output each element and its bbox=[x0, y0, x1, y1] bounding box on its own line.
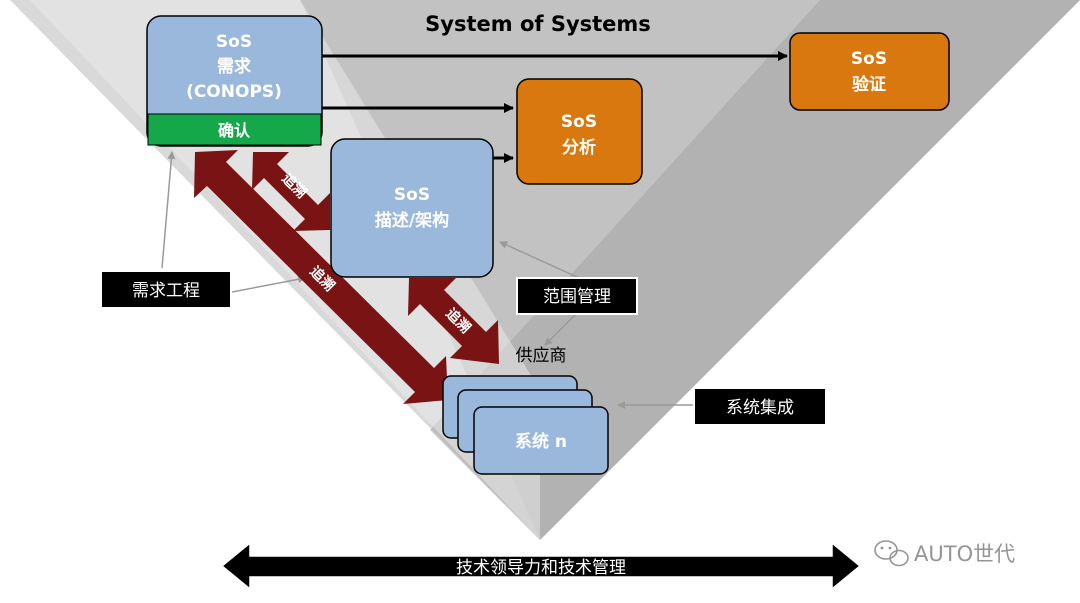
system-n-label: 系统 n bbox=[515, 431, 567, 452]
system-integration-label: 系统集成 bbox=[726, 398, 794, 418]
trace-arrow-short bbox=[252, 152, 330, 231]
trace-arrow-long bbox=[194, 150, 448, 404]
req-line1: SoS bbox=[216, 32, 252, 52]
req-line3: (CONOPS) bbox=[186, 82, 282, 102]
validation-label: 确认 bbox=[218, 121, 251, 140]
scope-management-label: 范围管理 bbox=[543, 287, 611, 307]
architecture-line1: SoS bbox=[394, 185, 430, 205]
diagram-title: System of Systems bbox=[425, 12, 651, 36]
sos-requirements-box[interactable]: SoS 需求 (CONOPS) 确认 bbox=[146, 15, 323, 147]
req-eng-pointer-right bbox=[231, 275, 306, 293]
analysis-line2: 分析 bbox=[562, 137, 596, 158]
system-integration-callout: 系统集成 bbox=[693, 387, 827, 426]
leadership-banner-arrow bbox=[220, 541, 862, 591]
verification-line2: 验证 bbox=[852, 74, 886, 95]
watermark: AUTO世代 bbox=[874, 540, 1015, 567]
sos-analysis-box[interactable]: SoS 分析 bbox=[516, 78, 643, 185]
requirements-engineering-label: 需求工程 bbox=[132, 281, 200, 301]
verification-line1: SoS bbox=[851, 49, 887, 69]
scope-pointer-up bbox=[499, 241, 589, 283]
req-eng-pointer-up bbox=[161, 151, 176, 269]
architecture-line2: 描述/架构 bbox=[375, 210, 449, 231]
wechat-icon bbox=[874, 540, 909, 567]
analysis-line1: SoS bbox=[561, 112, 597, 132]
leadership-banner-label: 技术领导力和技术管理 bbox=[456, 558, 626, 578]
supplier-label: 供应商 bbox=[516, 346, 567, 366]
system-box-front bbox=[473, 406, 609, 475]
scope-management-callout: 范围管理 bbox=[516, 277, 638, 315]
req-line2: 需求 bbox=[217, 56, 251, 77]
watermark-text: AUTO世代 bbox=[914, 542, 1015, 566]
scope-pointer-down bbox=[544, 311, 579, 346]
requirements-engineering-callout: 需求工程 bbox=[100, 270, 232, 309]
trace-arrow-supplier bbox=[408, 278, 499, 364]
sos-architecture-box[interactable]: SoS 描述/架构 bbox=[330, 138, 494, 278]
validation-band bbox=[147, 113, 322, 146]
sos-verification-box[interactable]: SoS 验证 bbox=[789, 32, 950, 111]
systems-stack[interactable]: 系统 n bbox=[442, 375, 609, 475]
